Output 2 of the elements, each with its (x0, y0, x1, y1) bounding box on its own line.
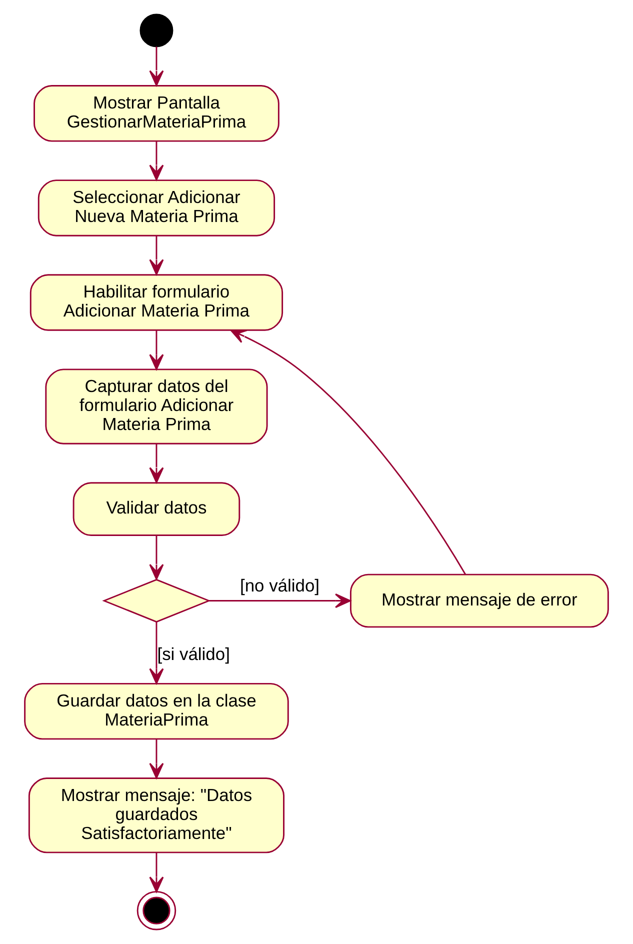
edge-label: [no válido] (240, 575, 320, 596)
edge-label: [si válido] (157, 644, 230, 664)
